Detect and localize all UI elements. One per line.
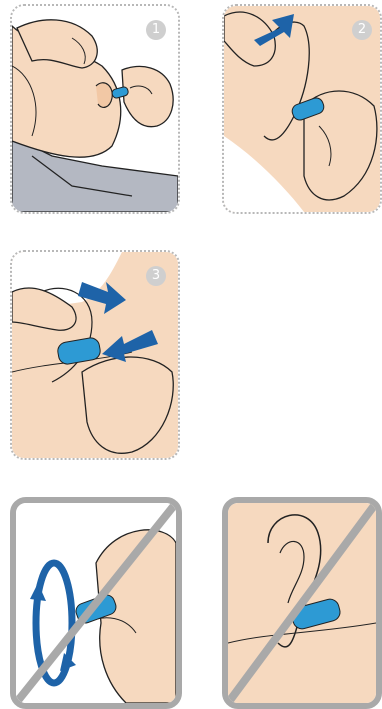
twist-illustration xyxy=(16,503,176,703)
prohibited-protruding-panel xyxy=(222,497,382,709)
protruding-illustration xyxy=(228,503,376,703)
step-number-badge: 3 xyxy=(146,266,166,286)
step-1-panel: 1 xyxy=(10,4,180,214)
step-3-panel: 3 xyxy=(10,250,180,460)
step-number-badge: 1 xyxy=(146,20,166,40)
step-2-panel: 2 xyxy=(222,4,382,214)
step-number-badge: 2 xyxy=(352,20,372,40)
prohibited-twist-panel xyxy=(10,497,182,709)
